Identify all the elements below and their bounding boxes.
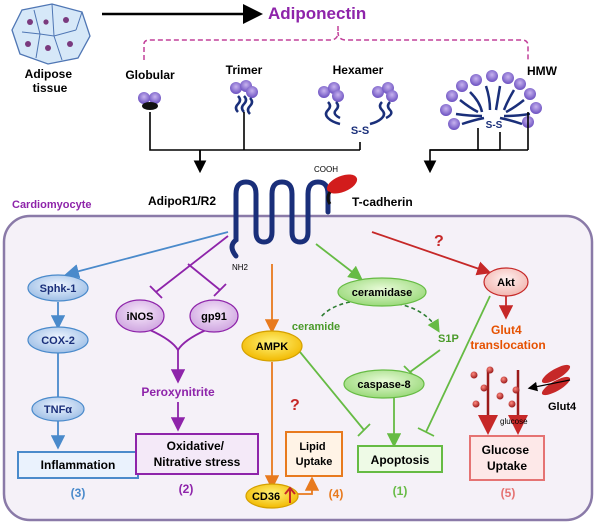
path-to-akt	[371, 231, 492, 276]
hexamer-disulfide-label: S-S	[351, 125, 369, 137]
cd36-up-arrow-icon	[284, 486, 296, 503]
akt-node: Akt	[483, 267, 529, 297]
form-globular-label: Globular	[125, 68, 175, 82]
svg-text:CD36: CD36	[252, 491, 280, 503]
glut4-transporter-icon	[527, 364, 571, 396]
outcome-number: (1)	[393, 484, 408, 498]
svg-text:Inflammation: Inflammation	[41, 458, 116, 472]
outcome-number: (3)	[71, 486, 86, 500]
svg-text:Glucose Uptake: Glucose Uptake	[482, 443, 533, 473]
akt-inhibits-apoptosis	[417, 295, 491, 437]
ampk-inhibits-apoptosis	[299, 351, 371, 437]
svg-text:iNOS: iNOS	[127, 311, 154, 323]
nh2-label: NH2	[232, 263, 249, 272]
trimer-adiponectin-icon	[230, 80, 258, 115]
path-to-ceramidase	[315, 243, 363, 281]
inhibit-gp91	[187, 263, 227, 297]
svg-text:caspase-8: caspase-8	[357, 379, 410, 391]
sphk1-node: Sphk-1	[27, 274, 89, 302]
cardiomyocyte-label: Cardiomyocyte	[12, 199, 91, 211]
adipose-tissue-label: Adipose tissue	[25, 67, 76, 95]
outcome-number: (2)	[179, 482, 194, 496]
outcome-lipid-uptake: Lipid Uptake (4)	[285, 431, 344, 501]
form-trimer-label: Trimer	[226, 63, 263, 77]
cd36-node: CD36	[245, 483, 299, 509]
binding-arrow-right	[423, 149, 500, 174]
ceramide-label: ceramide	[292, 321, 340, 333]
gp91-node: gp91	[189, 299, 239, 333]
outcome-number: (4)	[329, 487, 344, 501]
globular-adiponectin-icon	[138, 92, 161, 110]
svg-text:gp91: gp91	[201, 311, 227, 323]
tcadherin-label: T-cadherin	[352, 195, 413, 209]
adipor-receptor-icon	[229, 179, 331, 259]
outcome-number: (5)	[501, 486, 516, 500]
form-hmw-label: HMW	[527, 64, 558, 78]
outcome-oxidative-stress: Oxidative/ Nitrative stress (2)	[135, 433, 259, 496]
caspase8-node: caspase-8	[343, 369, 425, 399]
cd36-to-lipid	[298, 476, 320, 495]
adipose-line-2: tissue	[33, 81, 68, 95]
svg-text:Akt: Akt	[497, 277, 515, 289]
question-akt: ?	[434, 233, 444, 250]
receptor-label: AdipoR1/R2	[148, 194, 216, 208]
inhibit-inos	[149, 235, 229, 299]
svg-text:ceramidase: ceramidase	[352, 287, 413, 299]
question-ampk: ?	[290, 397, 300, 414]
svg-text:Lipid Uptake: Lipid Uptake	[296, 441, 333, 468]
inos-node: iNOS	[115, 299, 165, 333]
glut4-translocation-label: Glut4 translocation	[470, 323, 545, 352]
path-to-sphk1	[64, 231, 229, 279]
outcome-apoptosis: Apoptosis (1)	[357, 445, 443, 498]
glut4-label: Glut4	[548, 401, 577, 413]
tnfa-node: TNFα	[31, 396, 85, 422]
peroxynitrite-label: Peroxynitrite	[141, 385, 215, 399]
ampk-node: AMPK	[241, 330, 303, 362]
hmw-disulfide-label: S-S	[486, 120, 503, 131]
svg-text:AMPK: AMPK	[256, 341, 288, 353]
svg-text:COX-2: COX-2	[41, 335, 75, 347]
isoform-bracket	[143, 26, 529, 60]
cox2-node: COX-2	[27, 326, 89, 354]
cooh-label: COOH	[314, 165, 338, 174]
adipose-tissue-icon	[11, 3, 91, 65]
form-hexamer-label: Hexamer	[333, 63, 384, 77]
adiponectin-title: Adiponectin	[268, 4, 366, 23]
glucose-label: glucose	[500, 417, 528, 426]
outcome-glucose-uptake: Glucose Uptake (5)	[469, 435, 545, 500]
hexamer-adiponectin-icon	[318, 82, 398, 126]
ceramidase-node: ceramidase	[337, 277, 427, 307]
adipose-line-1: Adipose	[25, 67, 73, 81]
ceramidase-dash-left	[319, 301, 351, 319]
svg-text:TNFα: TNFα	[44, 404, 72, 416]
s1p-label: S1P	[438, 333, 459, 345]
svg-text:Oxidative/ Nitrative str: Oxidative/ Nitrative stress	[154, 439, 241, 469]
hmw-adiponectin-icon	[440, 70, 542, 130]
svg-text:Apoptosis: Apoptosis	[371, 453, 430, 467]
glucose-molecules-icon	[470, 366, 520, 408]
svg-text:Sphk-1: Sphk-1	[40, 283, 77, 295]
tcadherin-icon	[326, 174, 358, 205]
